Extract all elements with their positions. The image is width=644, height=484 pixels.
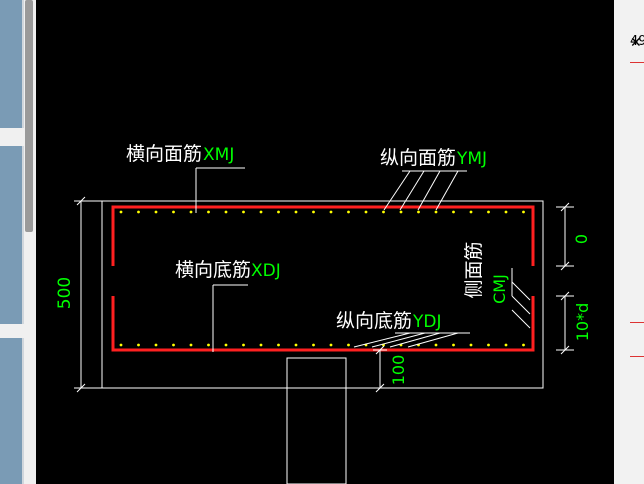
rebar-dot	[154, 343, 158, 347]
rebar-dot	[207, 210, 210, 214]
rebar-dot	[294, 343, 298, 347]
bottom-rebar-dots	[119, 343, 525, 347]
rebar-dot	[504, 210, 508, 214]
rebar-dot	[417, 210, 420, 214]
rebar-dot	[294, 210, 298, 214]
thumbnail-card[interactable]	[0, 338, 24, 484]
rebar-dot	[154, 210, 158, 214]
rebar-dot	[434, 343, 438, 347]
label-xmj-code: XMJ	[203, 145, 234, 165]
rebar-dot	[382, 210, 385, 214]
rebar-dot	[312, 210, 315, 214]
rebar-dot	[137, 343, 140, 347]
panel-number: 49	[630, 34, 644, 49]
foundation-outline	[101, 200, 544, 389]
dim-top-text: 0	[572, 234, 591, 244]
scrollbar-thumb[interactable]	[25, 0, 33, 232]
thumbnail-card[interactable]	[0, 146, 24, 324]
rebar-dot	[347, 343, 350, 347]
rebar-dot	[189, 343, 193, 347]
label-ydj-code: YDJ	[412, 312, 442, 332]
rebar-dot	[172, 210, 175, 214]
rebar-dot	[207, 343, 210, 347]
rebar-dot	[119, 210, 123, 214]
label-xdj-code: XDJ	[251, 261, 281, 281]
rebar-dot	[522, 343, 525, 347]
rebar-dot	[469, 343, 473, 347]
label-xmj-cn: 横向面筋	[126, 143, 202, 165]
rebar-dot	[277, 343, 280, 347]
top-rebar-dots	[119, 210, 525, 214]
label-ymj-code: YMJ	[456, 149, 487, 169]
rebar-dot	[329, 210, 333, 214]
red-guide-line	[630, 62, 644, 63]
rebar-dot	[242, 210, 245, 214]
rebar-dot	[119, 343, 123, 347]
dim-height-text: 500	[55, 277, 75, 309]
plus-cross-icon[interactable]: ✕	[630, 35, 642, 51]
label-cmj-code: CMJ	[490, 274, 509, 304]
column-outline	[286, 357, 347, 484]
label-ymj-cn: 纵向面筋	[380, 147, 456, 169]
rebar-dot	[224, 210, 228, 214]
drawing-canvas[interactable]: 500 0 10*d 100 横向面筋 XMJ 纵向面筋 YMJ 横向底筋 XD…	[36, 0, 614, 484]
rebar-dot	[172, 343, 175, 347]
red-guide-line	[630, 356, 644, 357]
bottom-rebar	[111, 296, 535, 352]
rebar-dot	[452, 343, 455, 347]
label-ydj-cn: 纵向底筋	[336, 310, 412, 332]
dim-side-text: 10*d	[573, 303, 592, 342]
rebar-dot	[469, 210, 473, 214]
red-guide-line	[630, 322, 644, 323]
dim-bottom-text: 100	[389, 355, 408, 386]
rebar-dot	[434, 210, 438, 214]
rebar-dot	[312, 343, 315, 347]
rebar-dot	[189, 210, 193, 214]
rebar-dot	[504, 343, 508, 347]
left-panel	[0, 0, 36, 484]
rebar-dot	[242, 343, 245, 347]
label-xdj-cn: 横向底筋	[175, 259, 251, 281]
rebar-dot	[224, 343, 228, 347]
rebar-dot	[522, 210, 525, 214]
rebar-dot	[399, 210, 403, 214]
top-rebar	[111, 205, 535, 266]
rebar-dot	[137, 210, 140, 214]
rebar-dot	[487, 343, 490, 347]
rebar-dot	[259, 343, 263, 347]
rebar-dot	[259, 210, 263, 214]
thumbnail-card[interactable]	[0, 0, 24, 128]
right-panel: 49 ✕	[614, 0, 644, 484]
rebar-dot	[347, 210, 350, 214]
rebar-dot	[364, 210, 368, 214]
label-cmj-cn: 侧面筋	[463, 241, 485, 298]
rebar-dot	[329, 343, 333, 347]
rebar-dot	[487, 210, 490, 214]
rebar-dot	[277, 210, 280, 214]
rebar-dot	[452, 210, 455, 214]
